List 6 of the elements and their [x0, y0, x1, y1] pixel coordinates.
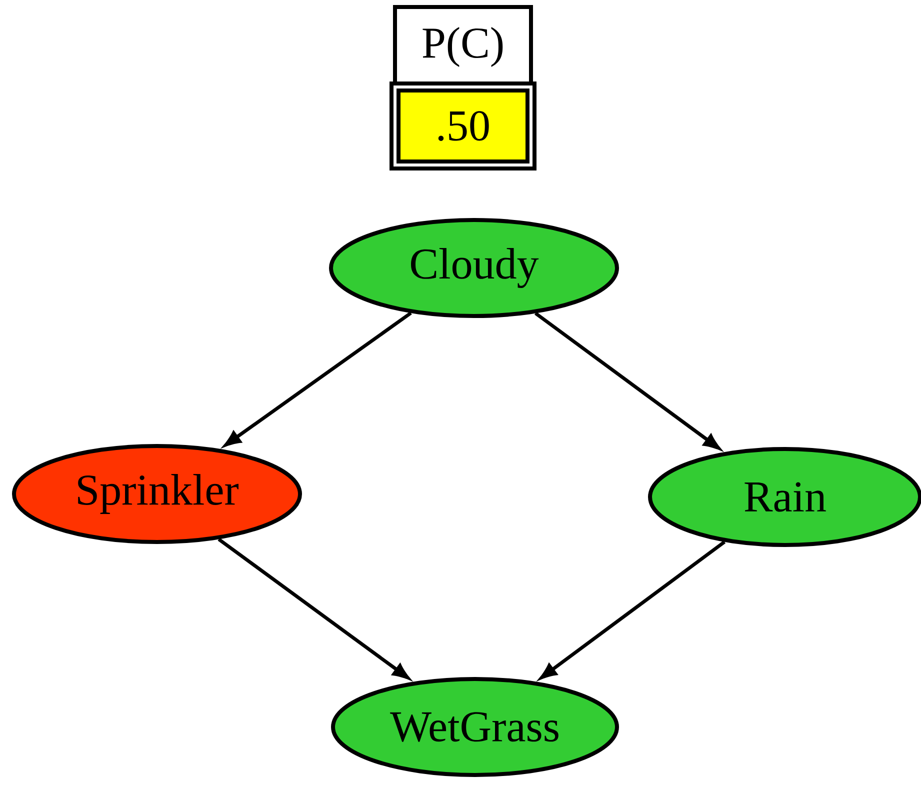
table-cell: .50	[390, 82, 536, 170]
ellipse-node: Rain	[648, 447, 921, 547]
ellipse-node: Cloudy	[329, 218, 619, 318]
ellipse-node: WetGrass	[331, 677, 619, 777]
table-cell: P(C)	[393, 5, 533, 89]
ellipse-node: Sprinkler	[12, 444, 302, 544]
